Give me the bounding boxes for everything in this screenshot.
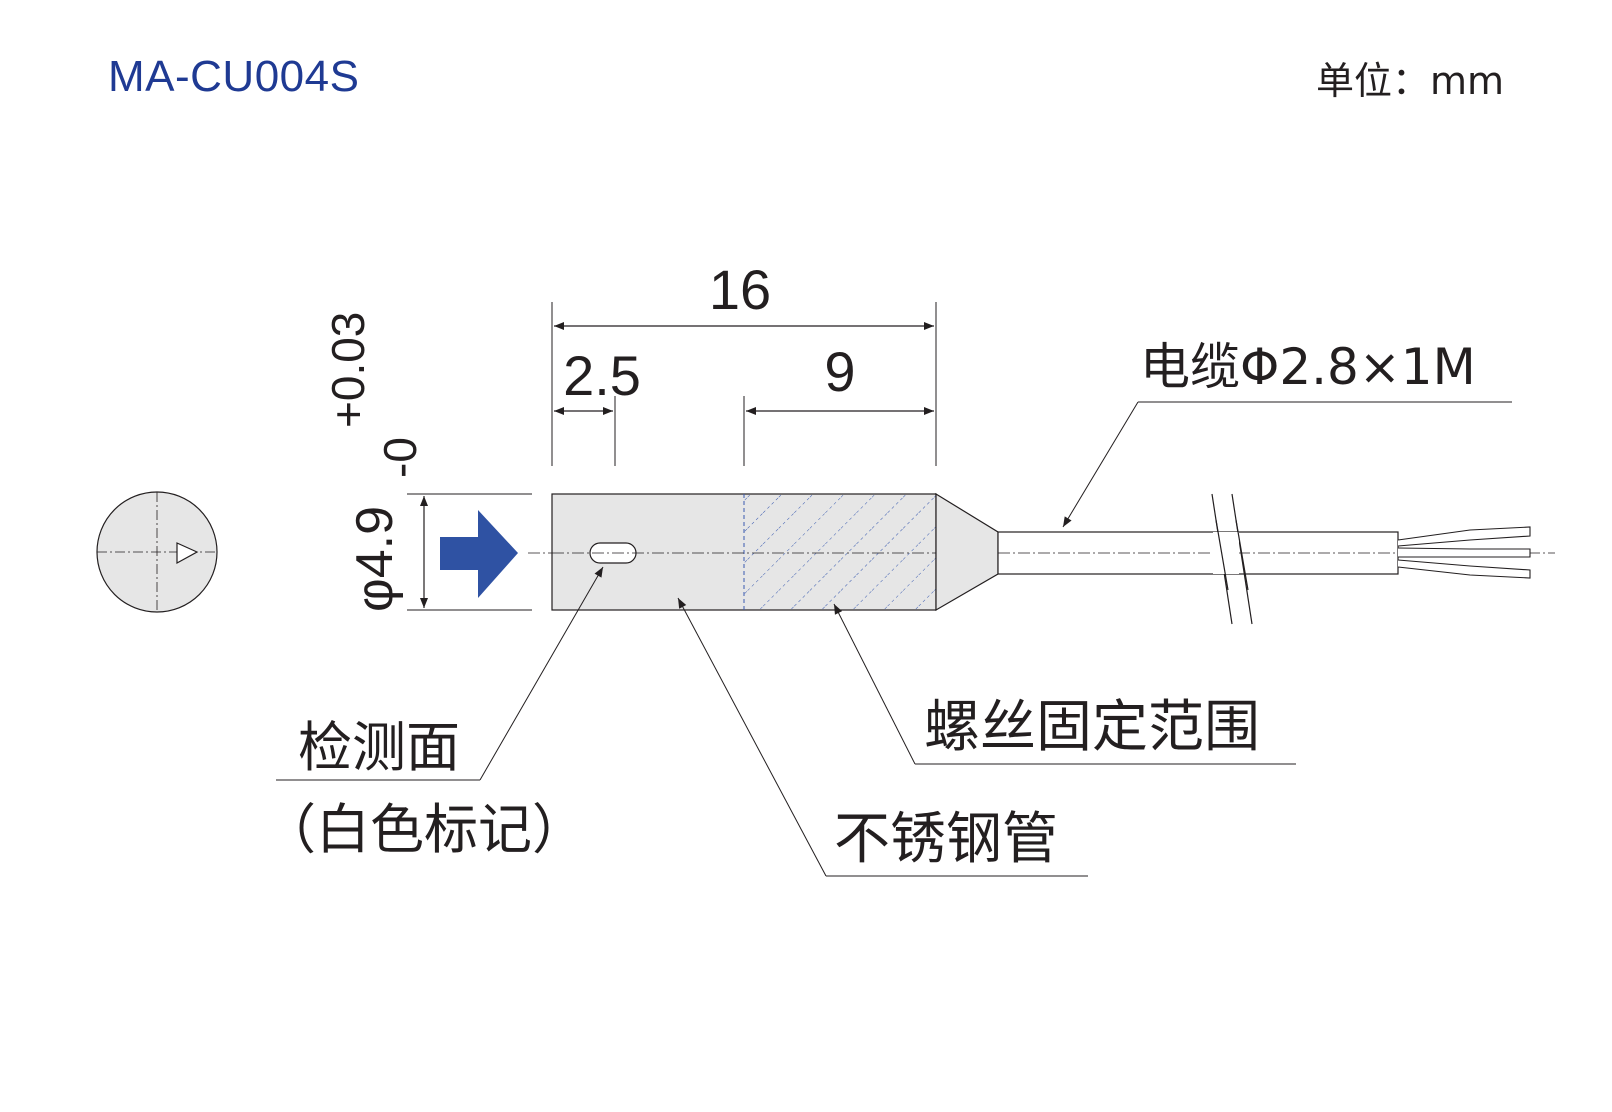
cable-callout: 电缆Φ2.8×1M — [1062, 338, 1512, 528]
thread-range-callout: 螺丝固定范围 — [833, 603, 1296, 765]
detection-direction-arrow-icon — [440, 510, 518, 598]
model-title: MA-CU004S — [108, 52, 360, 101]
diameter-label: φ4.9 — [346, 506, 404, 612]
unit-label: 单位：mm — [1315, 59, 1504, 103]
detection-face-callout: 检测面 （白色标记） — [262, 566, 604, 861]
cable — [997, 493, 1531, 625]
length-16-label: 16 — [709, 258, 771, 321]
triangle-mark-icon — [176, 542, 199, 565]
length-9-label: 9 — [824, 340, 855, 403]
diameter-dimension: φ4.9 +0.03 -0 — [322, 312, 532, 612]
tolerance-lower: -0 — [374, 437, 426, 478]
thread-range-label: 螺丝固定范围 — [924, 695, 1260, 760]
stainless-tube-label: 不锈钢管 — [834, 807, 1058, 872]
length-2.5-label: 2.5 — [563, 344, 641, 407]
sensor-body — [551, 492, 999, 612]
stainless-tube-callout: 不锈钢管 — [677, 597, 1088, 877]
length-2.5-dimension: 2.5 — [554, 344, 641, 466]
cable-label: 电缆Φ2.8×1M — [1140, 338, 1476, 396]
detection-face-label: 检测面 — [298, 716, 460, 779]
length-9-dimension: 9 — [743, 340, 934, 466]
cable-boot — [935, 492, 999, 612]
length-16-dimension: 16 — [551, 258, 937, 466]
detection-face-note: （白色标记） — [262, 798, 586, 861]
tolerance-upper: +0.03 — [322, 312, 374, 428]
front-view — [96, 491, 218, 613]
